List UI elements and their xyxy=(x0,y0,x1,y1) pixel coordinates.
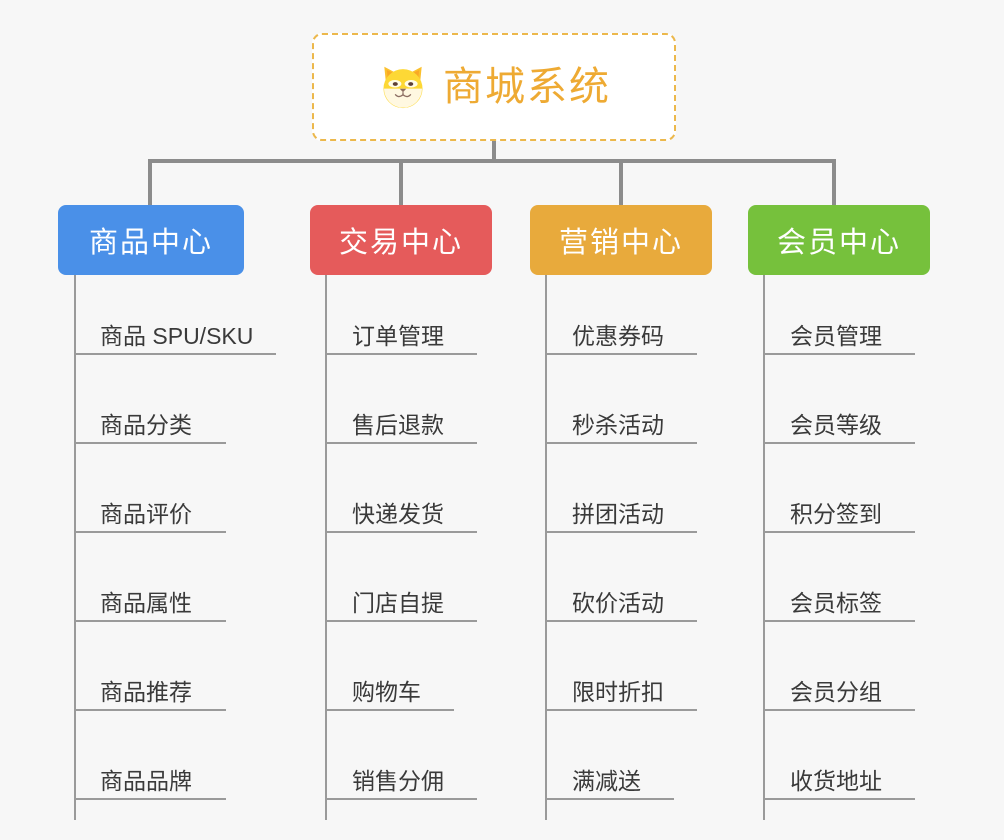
leaf-rule-4-5 xyxy=(763,709,915,711)
leaf-label-4-3[interactable]: 积分签到 xyxy=(790,501,882,527)
leaf-rule-1-5 xyxy=(74,709,226,711)
category-title-4: 会员中心 xyxy=(776,227,901,259)
category-title-3: 营销中心 xyxy=(558,227,683,259)
leaf-label-2-4[interactable]: 门店自提 xyxy=(352,590,444,616)
category-box-2[interactable]: 交易中心 xyxy=(310,205,492,275)
leaf-rule-4-6 xyxy=(763,798,915,800)
leaf-label-2-3[interactable]: 快递发货 xyxy=(352,501,444,527)
leaf-rule-2-5 xyxy=(325,709,454,711)
leaf-label-4-2[interactable]: 会员等级 xyxy=(790,412,882,438)
drop-connector-4 xyxy=(832,159,836,205)
root-title: 商城系统 xyxy=(443,65,611,109)
leaf-label-2-6[interactable]: 销售分佣 xyxy=(352,768,444,794)
leaf-rule-1-3 xyxy=(74,531,226,533)
leaf-stem-3 xyxy=(545,275,547,820)
leaf-rule-1-4 xyxy=(74,620,226,622)
shiba-dog-face-icon xyxy=(383,66,423,109)
leaf-rule-4-1 xyxy=(763,353,915,355)
leaf-label-3-4[interactable]: 砍价活动 xyxy=(572,590,664,616)
leaf-rule-3-6 xyxy=(545,798,674,800)
category-box-1[interactable]: 商品中心 xyxy=(58,205,244,275)
leaf-rule-4-3 xyxy=(763,531,915,533)
leaf-rule-4-4 xyxy=(763,620,915,622)
leaf-rule-3-3 xyxy=(545,531,697,533)
category-box-3[interactable]: 营销中心 xyxy=(530,205,712,275)
leaf-stem-1 xyxy=(74,275,76,820)
drop-connector-3 xyxy=(619,159,623,205)
category-box-4[interactable]: 会员中心 xyxy=(748,205,930,275)
leaf-label-1-5[interactable]: 商品推荐 xyxy=(100,679,192,705)
leaf-label-2-1[interactable]: 订单管理 xyxy=(352,323,444,349)
root-node[interactable]: 商城系统 xyxy=(312,33,676,141)
leaf-label-4-1[interactable]: 会员管理 xyxy=(790,323,882,349)
leaf-rule-4-2 xyxy=(763,442,915,444)
category-title-2: 交易中心 xyxy=(338,227,463,259)
leaf-stem-4 xyxy=(763,275,765,820)
leaf-rule-2-6 xyxy=(325,798,477,800)
leaf-rule-2-2 xyxy=(325,442,477,444)
drop-connector-2 xyxy=(399,159,403,205)
leaf-label-1-2[interactable]: 商品分类 xyxy=(100,412,192,438)
leaf-label-3-6[interactable]: 满减送 xyxy=(572,768,641,794)
leaf-rule-2-3 xyxy=(325,531,477,533)
leaf-label-1-1[interactable]: 商品 SPU/SKU xyxy=(100,323,254,349)
leaf-rule-2-4 xyxy=(325,620,477,622)
root-trunk-connector xyxy=(492,141,496,162)
leaf-label-4-4[interactable]: 会员标签 xyxy=(790,590,882,616)
drop-connector-1 xyxy=(148,159,152,205)
leaf-stem-2 xyxy=(325,275,327,820)
leaf-label-3-1[interactable]: 优惠券码 xyxy=(572,323,664,349)
leaf-label-3-5[interactable]: 限时折扣 xyxy=(572,679,664,705)
leaf-label-4-5[interactable]: 会员分组 xyxy=(790,679,882,705)
leaf-rule-1-2 xyxy=(74,442,226,444)
leaf-rule-3-2 xyxy=(545,442,697,444)
category-bus-connector xyxy=(148,159,836,163)
category-title-1: 商品中心 xyxy=(88,227,213,259)
leaf-rule-1-6 xyxy=(74,798,226,800)
leaf-rule-3-1 xyxy=(545,353,697,355)
leaf-label-3-3[interactable]: 拼团活动 xyxy=(572,501,664,527)
leaf-label-3-2[interactable]: 秒杀活动 xyxy=(572,412,664,438)
leaf-rule-1-1 xyxy=(74,353,276,355)
leaf-label-1-3[interactable]: 商品评价 xyxy=(100,501,192,527)
leaf-rule-2-1 xyxy=(325,353,477,355)
leaf-label-2-2[interactable]: 售后退款 xyxy=(352,412,444,438)
leaf-rule-3-5 xyxy=(545,709,697,711)
leaf-label-1-6[interactable]: 商品品牌 xyxy=(100,768,192,794)
leaf-label-4-6[interactable]: 收货地址 xyxy=(790,768,882,794)
leaf-rule-3-4 xyxy=(545,620,697,622)
leaf-label-2-5[interactable]: 购物车 xyxy=(352,679,421,705)
leaf-label-1-4[interactable]: 商品属性 xyxy=(100,590,192,616)
